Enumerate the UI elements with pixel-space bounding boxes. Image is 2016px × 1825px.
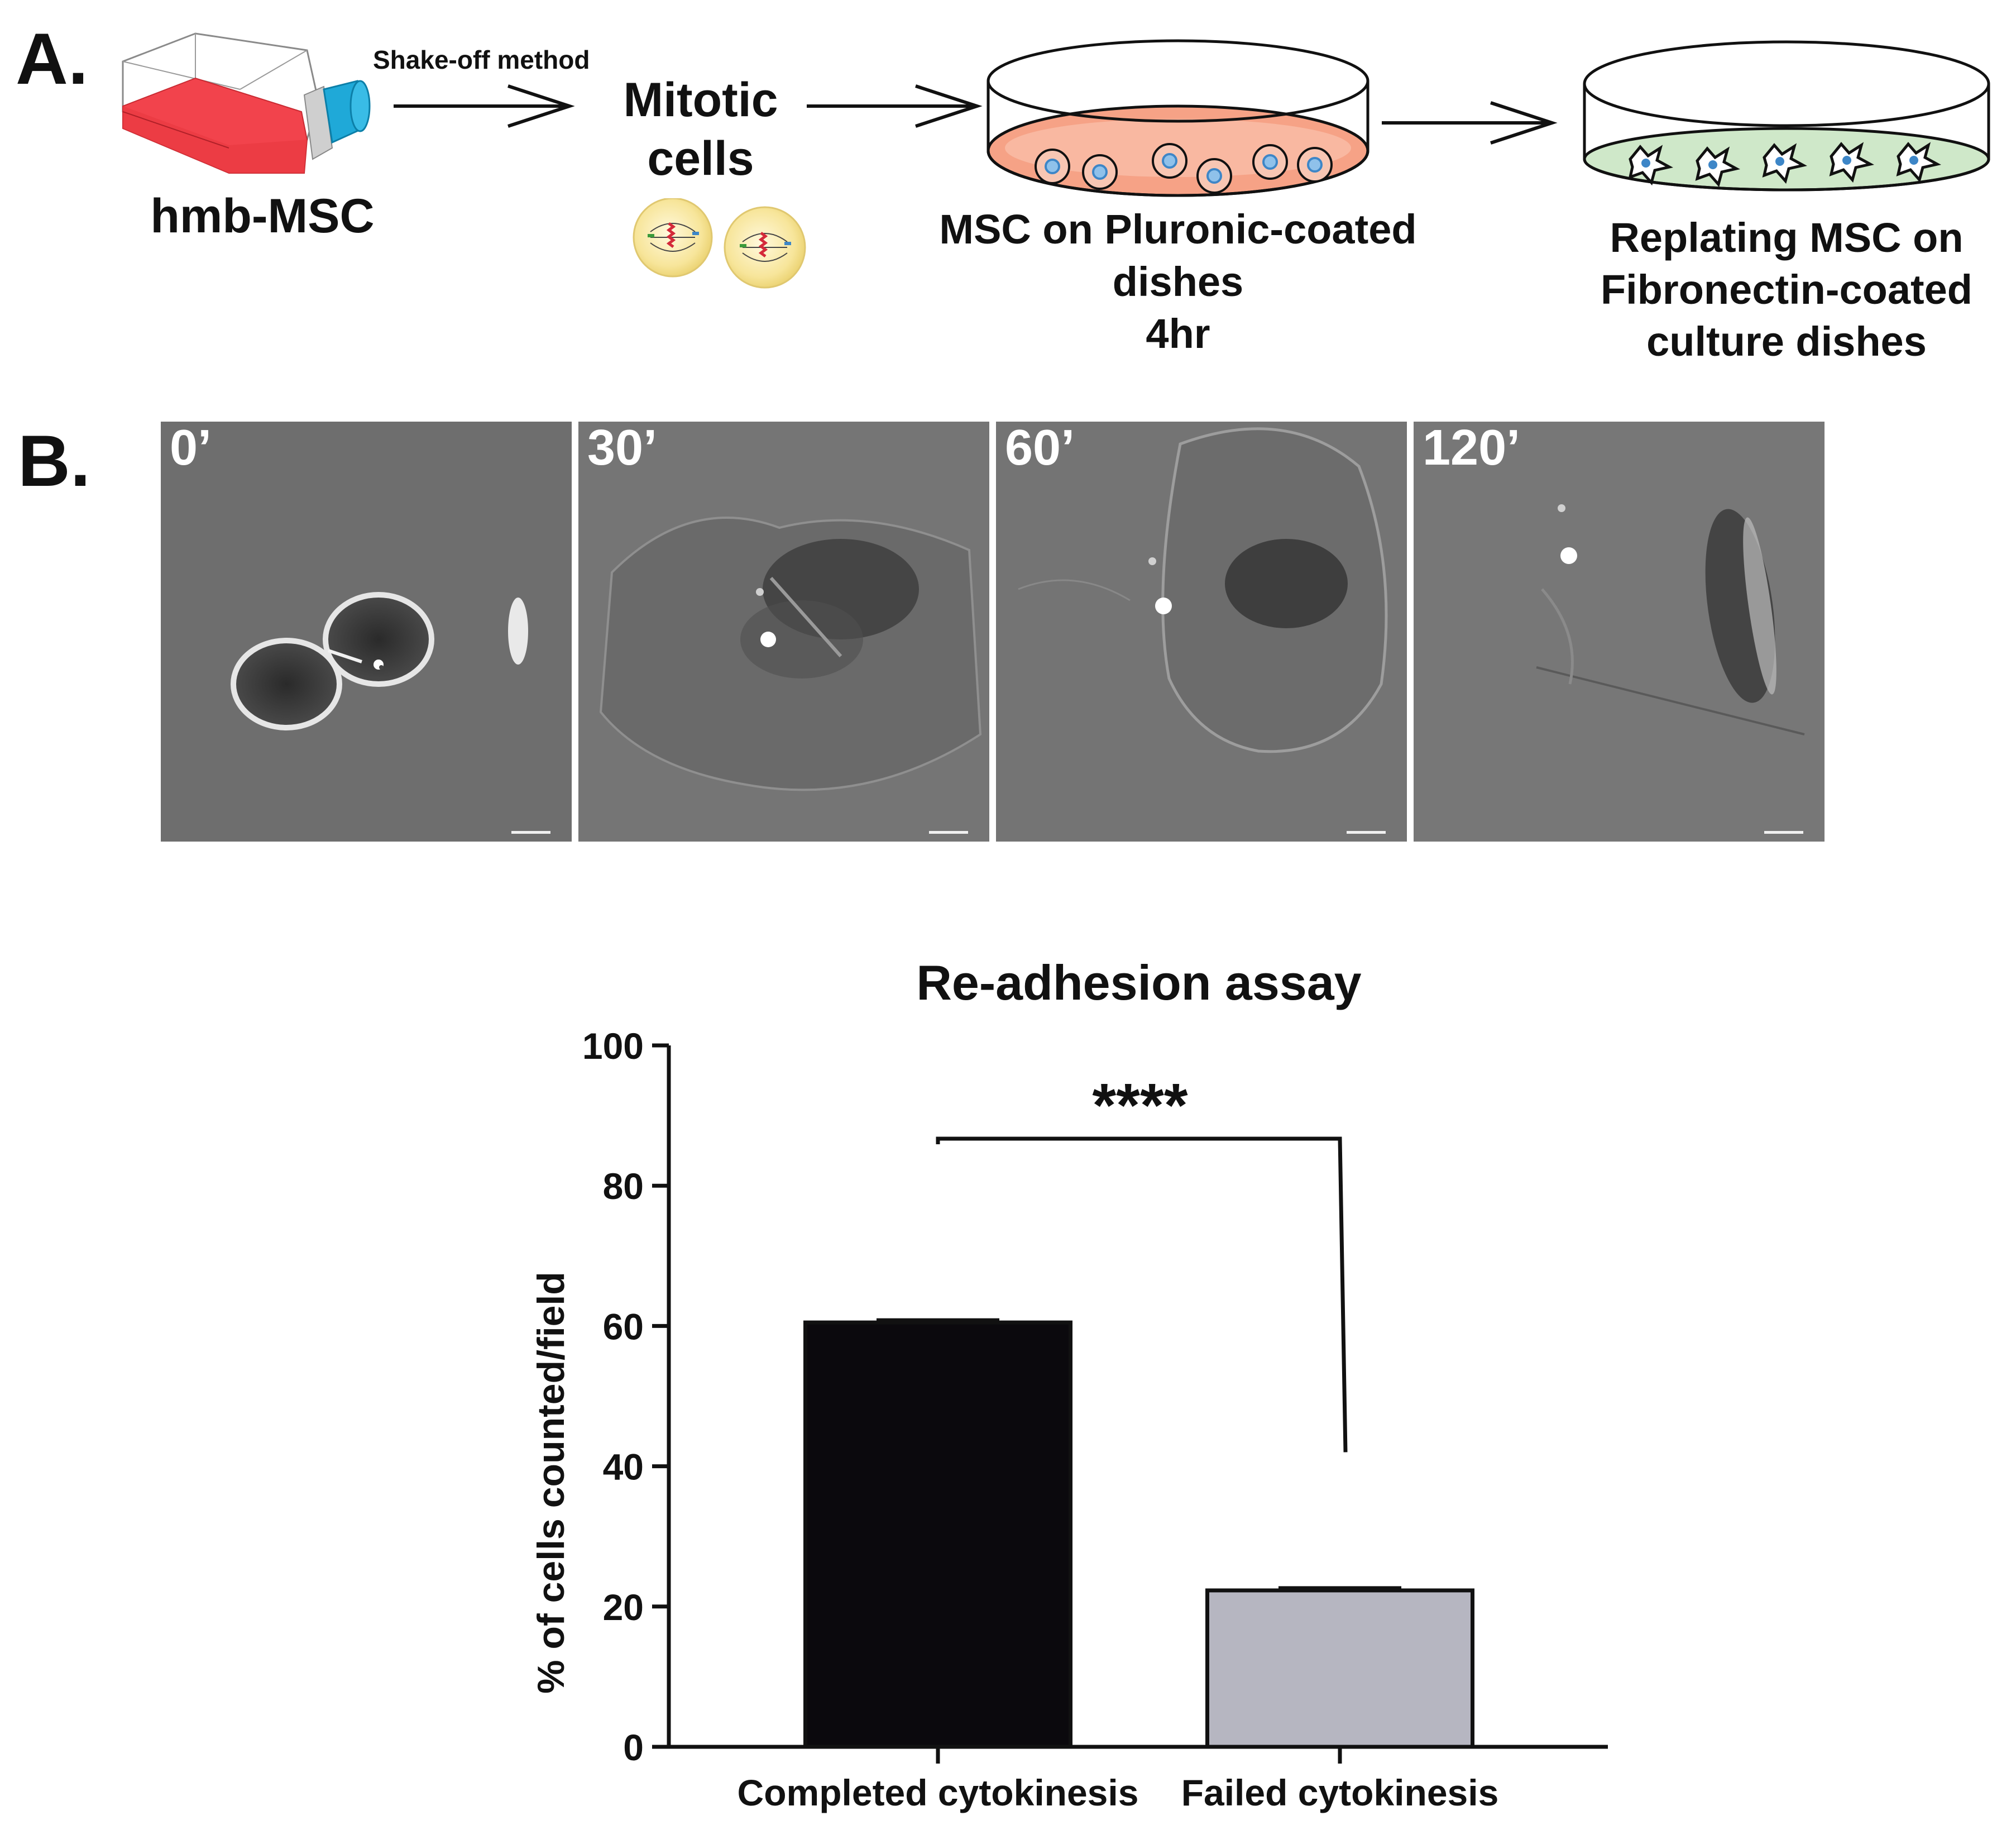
chart-title: Re-adhesion assay [916, 955, 1361, 1010]
scale-bar [929, 831, 968, 834]
fibronectin-dish-label-line1: Replating MSC on [1610, 214, 1964, 261]
bar-0 [803, 1320, 1072, 1749]
panel-b-label: B. [18, 420, 90, 501]
time-label-60: 60’ [1005, 422, 1075, 476]
x-axis-categories: Completed cytokinesis Failed cytokinesis [738, 1747, 1499, 1813]
fibronectin-dish-label-line3: culture dishes [1646, 318, 1927, 365]
scale-bar [1347, 831, 1386, 834]
pluronic-dish-illustration [987, 39, 1369, 197]
y-axis-label: % of cells counted/field [530, 1272, 572, 1694]
y-tick-label: 100 [582, 1025, 644, 1067]
y-tick-label: 80 [603, 1165, 644, 1207]
bar-1 [1205, 1588, 1474, 1749]
y-tick-label: 40 [603, 1446, 644, 1488]
y-tick-label: 0 [623, 1727, 644, 1768]
panel-a-label: A. [16, 18, 88, 99]
flask-label: hmb-MSC [150, 189, 375, 243]
culture-flask-illustration [122, 32, 371, 174]
fibronectin-dish-illustration [1583, 40, 1990, 192]
mitotic-cell-1 [633, 198, 713, 278]
pluronic-dish-label-line3: 4hr [1146, 310, 1210, 357]
pluronic-dish-label-line1: MSC on Pluronic-coated [939, 206, 1417, 252]
suspended-cells [1035, 143, 1333, 194]
scale-bar [511, 831, 550, 834]
y-tick-label: 60 [603, 1306, 644, 1347]
x-category-label: Failed cytokinesis [1181, 1772, 1499, 1813]
chart-bars [803, 1318, 1474, 1749]
micrograph-frame-30: 30’ [578, 422, 989, 842]
arrow-2 [807, 84, 983, 128]
significance-line [936, 1136, 1348, 1453]
arrow-1 [394, 84, 575, 128]
mitotic-label-line2: cells [647, 132, 754, 185]
micrograph-frame-60: 60’ [996, 422, 1407, 842]
mitotic-cells-illustration [633, 198, 806, 289]
time-label-0: 0’ [170, 422, 212, 476]
flask-cap [323, 80, 371, 144]
time-label-30: 30’ [587, 422, 658, 476]
mitotic-cell-2 [724, 206, 806, 289]
y-tick-label: 20 [603, 1587, 644, 1628]
mitotic-label-line1: Mitotic [623, 73, 778, 127]
shake-off-label: Shake-off method [373, 45, 590, 74]
time-label-120: 120’ [1423, 422, 1521, 476]
y-axis-ticks: 0 20 40 60 80 100 [582, 1025, 669, 1768]
x-category-label: Completed cytokinesis [738, 1772, 1139, 1813]
arrow-3 [1382, 101, 1558, 145]
fibronectin-dish-label-line2: Fibronectin-coated [1600, 266, 1973, 313]
micrograph-frame-0: 0’ [161, 422, 572, 842]
pluronic-dish-label-line2: dishes [1112, 259, 1244, 305]
significance-label: **** [1092, 1071, 1187, 1140]
micrograph-frame-120: 120’ [1414, 422, 1825, 842]
scale-bar [1764, 831, 1803, 834]
significance-bracket: **** [936, 1071, 1348, 1453]
re-adhesion-bar-chart: Re-adhesion assay % of cells counted/fie… [530, 955, 1608, 1813]
